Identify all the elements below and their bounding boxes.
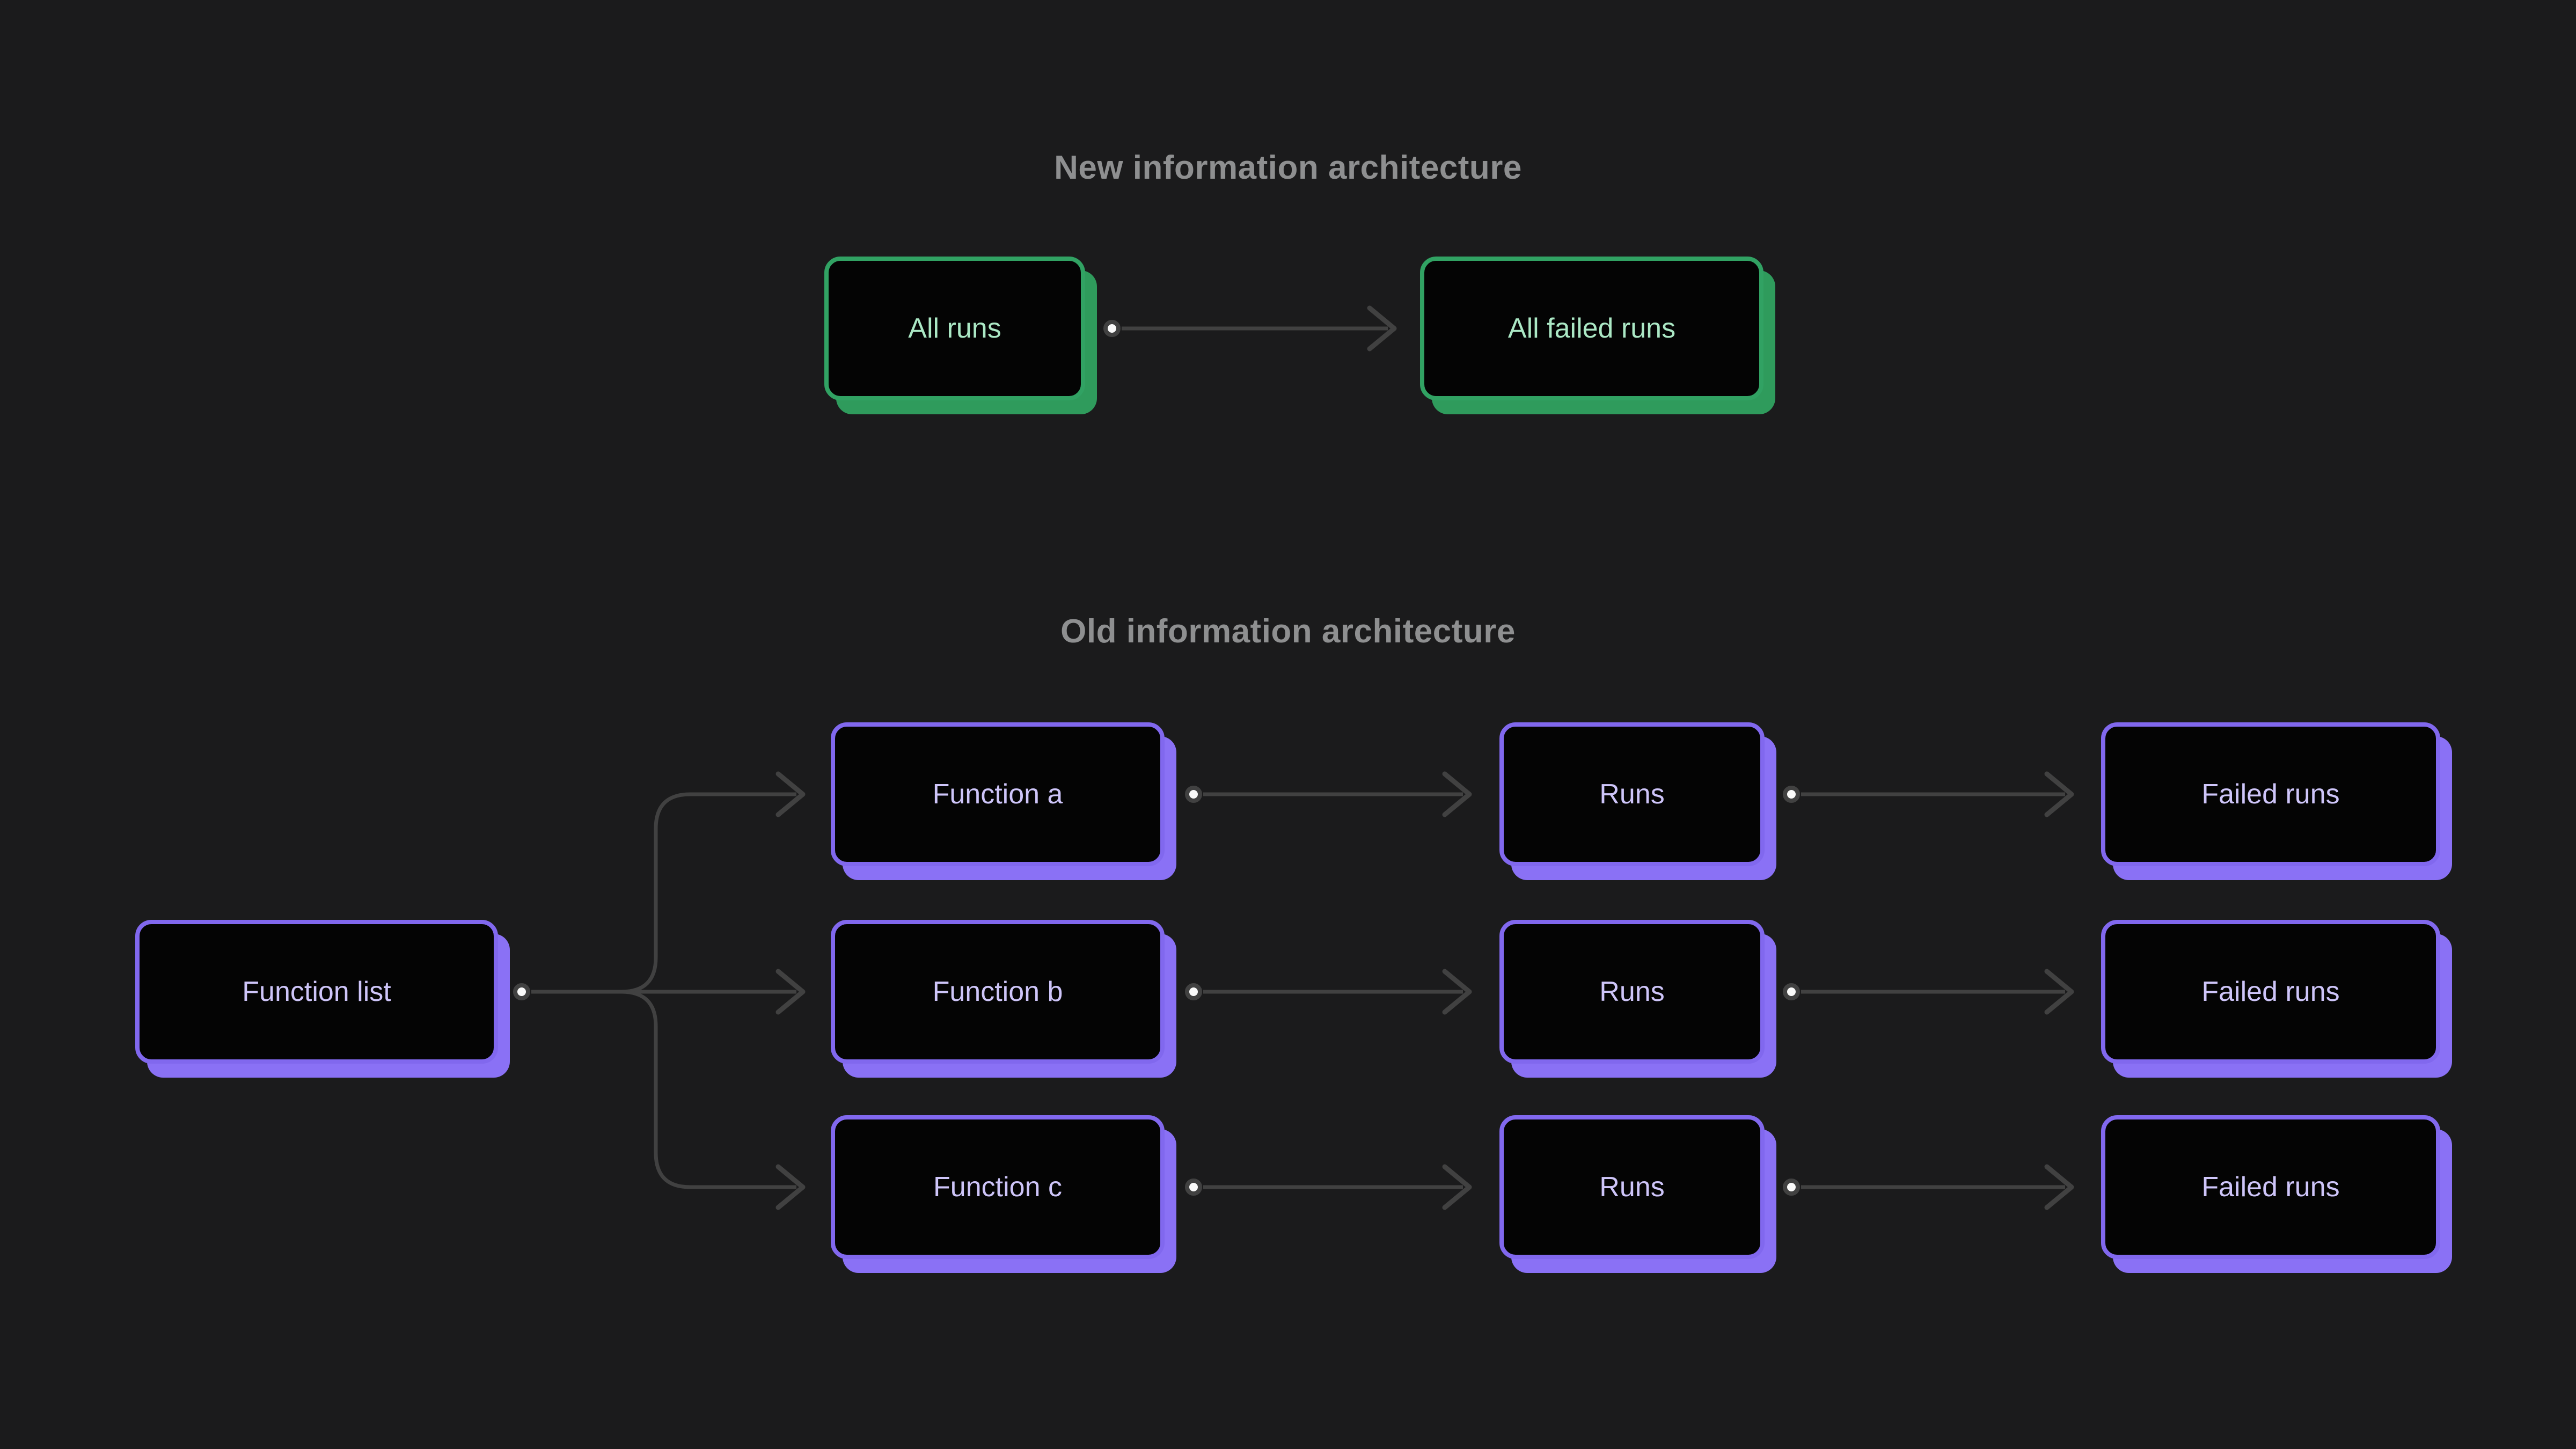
branch-connector-upper — [531, 792, 796, 994]
node-label: Failed runs — [2201, 779, 2340, 810]
arrowhead-failed-runs-c — [2044, 1164, 2074, 1210]
node-label: Function b — [932, 976, 1063, 1007]
node-label: Runs — [1599, 1172, 1665, 1203]
node-all-runs: All runs — [824, 257, 1085, 400]
arrowhead-runs-b — [1442, 969, 1472, 1015]
section-title-old: Old information architecture — [1060, 613, 1516, 650]
node-label: Failed runs — [2201, 1172, 2340, 1203]
arrowhead-function-c — [775, 1164, 806, 1210]
node-function-c: Function c — [831, 1115, 1165, 1259]
connector-dot-runs-b — [1783, 983, 1800, 1000]
node-function-b: Function b — [831, 920, 1165, 1064]
arrowhead-function-a — [775, 771, 806, 817]
arrowhead-runs-a — [1442, 771, 1472, 817]
node-failed-runs-a: Failed runs — [2101, 722, 2440, 866]
node-label: Failed runs — [2201, 976, 2340, 1007]
node-runs-b: Runs — [1499, 920, 1765, 1064]
node-function-a: Function a — [831, 722, 1165, 866]
connector-dot-function-a — [1185, 786, 1202, 803]
connector-dot-function-list — [513, 983, 530, 1000]
node-failed-runs-c: Failed runs — [2101, 1115, 2440, 1259]
connector-dot-allruns — [1103, 320, 1121, 337]
connector-dot-runs-c — [1783, 1179, 1800, 1196]
node-function-list: Function list — [135, 920, 498, 1064]
arrowhead-runs-c — [1442, 1164, 1472, 1210]
node-runs-a: Runs — [1499, 722, 1765, 866]
node-failed-runs-b: Failed runs — [2101, 920, 2440, 1064]
connector-dot-function-c — [1185, 1179, 1202, 1196]
connector-dot-function-b — [1185, 983, 1202, 1000]
node-label: Function list — [242, 976, 391, 1007]
node-label: Runs — [1599, 779, 1665, 810]
node-label: All failed runs — [1507, 313, 1676, 344]
node-label: All runs — [908, 313, 1001, 344]
arrowhead-failed-runs-b — [2044, 969, 2074, 1015]
branch-connector-lower — [531, 990, 796, 1189]
arrowhead-failed-runs-a — [2044, 771, 2074, 817]
node-label: Runs — [1599, 976, 1665, 1007]
arrowhead-allfailedruns — [1367, 305, 1397, 352]
connector-dot-runs-a — [1783, 786, 1800, 803]
node-runs-c: Runs — [1499, 1115, 1765, 1259]
arrowhead-function-b — [775, 969, 806, 1015]
node-all-failed-runs: All failed runs — [1420, 257, 1763, 400]
section-title-new: New information architecture — [1054, 149, 1522, 186]
node-label: Function a — [932, 779, 1063, 810]
node-label: Function c — [933, 1172, 1062, 1203]
